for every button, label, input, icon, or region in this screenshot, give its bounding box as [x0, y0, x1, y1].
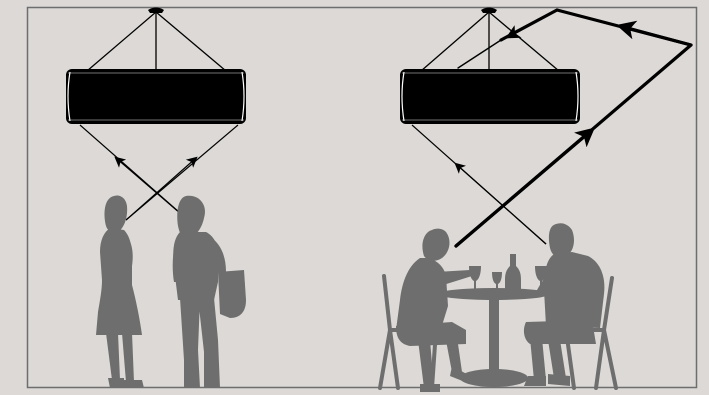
table-items	[469, 254, 547, 294]
left-scene	[66, 7, 246, 388]
wine-bottle	[505, 254, 521, 294]
suspended-cylinder-light-right	[400, 69, 580, 124]
wine-glass	[469, 266, 481, 294]
right-chair	[558, 276, 618, 390]
crossing-rays	[79, 124, 239, 221]
crossing-ray-mid-right	[125, 156, 198, 221]
wine-glass-3	[535, 266, 547, 294]
seated-woman	[396, 228, 474, 392]
crossing-ray-mid-left	[114, 156, 189, 221]
ceiling-mount-right	[481, 7, 497, 13]
ceiling-mount	[148, 7, 164, 13]
standing-woman	[96, 195, 144, 388]
suspension-wires	[86, 11, 227, 72]
woman-reflected-ray-bold	[454, 8, 693, 248]
suspension-wires-right	[420, 11, 560, 72]
right-scene	[378, 7, 693, 392]
wine-glass-2	[492, 272, 502, 294]
diagram-frame	[26, 6, 698, 389]
man-to-fixture-ray	[411, 124, 547, 245]
standing-woman-with-bag	[172, 195, 246, 388]
suspended-cylinder-light	[66, 69, 246, 124]
left-chair	[378, 274, 442, 390]
seated-man	[523, 223, 605, 386]
chairs	[378, 274, 618, 390]
handbag	[218, 270, 246, 318]
